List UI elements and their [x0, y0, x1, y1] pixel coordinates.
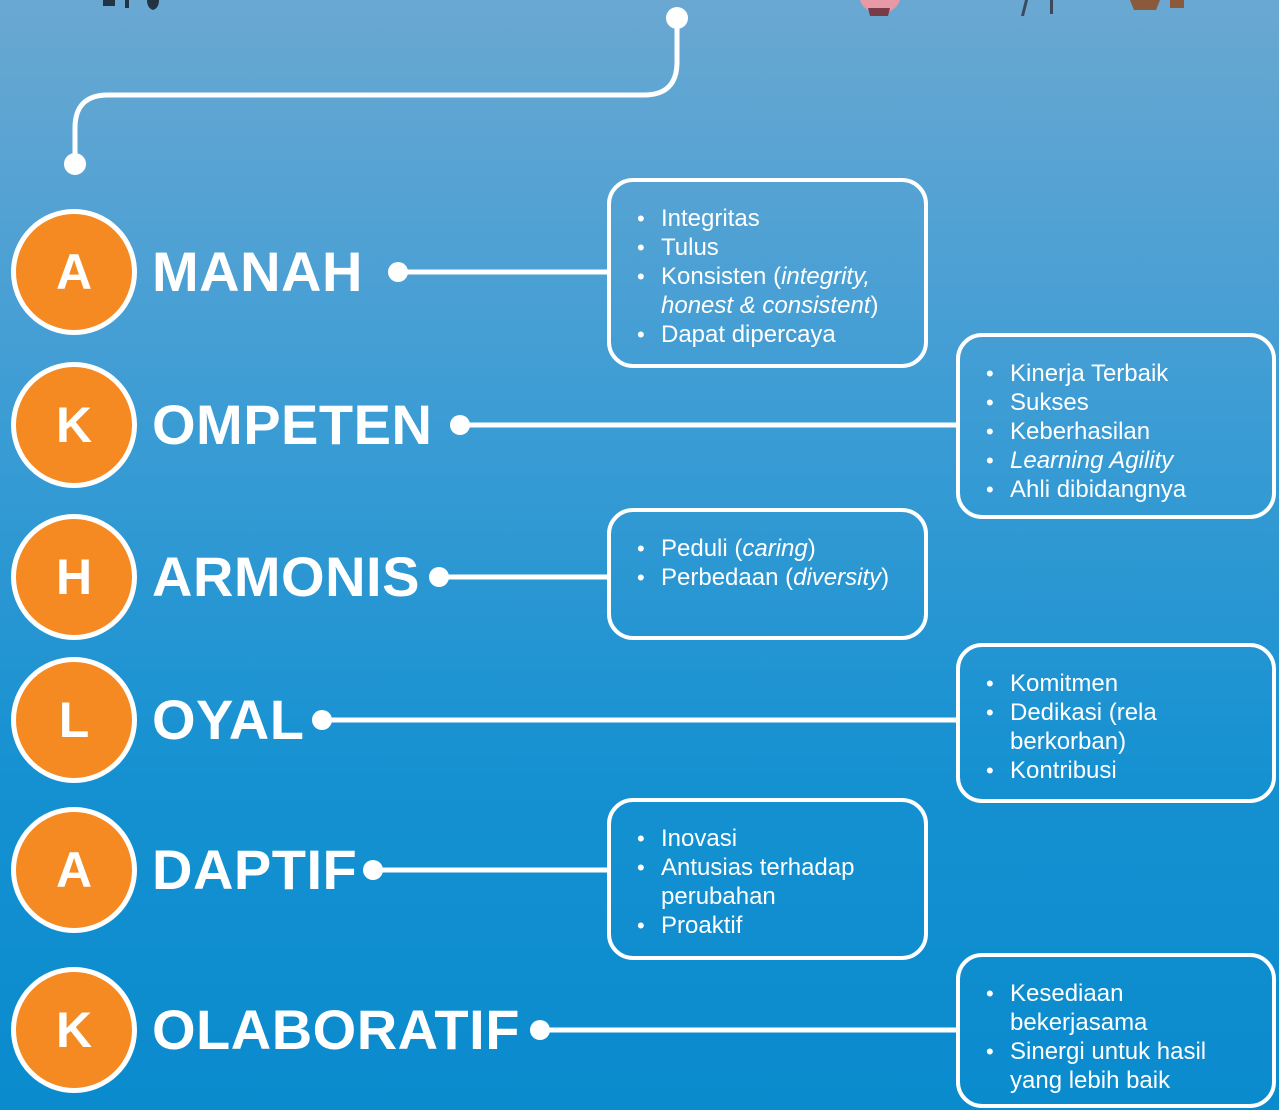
illustration-fragment-right [860, 0, 1184, 16]
connector-dot-0 [388, 262, 408, 282]
point-text: Ahli dibidangnya [1010, 476, 1187, 503]
letter-circle-4: A [11, 807, 137, 933]
point-item: Learning Agility [986, 446, 1258, 475]
point-text: Kesediaan bekerjasama [1010, 980, 1148, 1036]
value-word-1: OMPETEN [152, 393, 433, 456]
point-item: Sukses [986, 388, 1258, 417]
point-text: Komitmen [1010, 670, 1119, 697]
point-item: Sinergi untuk hasil yang lebih baik [986, 1037, 1258, 1095]
points-list: KomitmenDedikasi (rela berkorban)Kontrib… [986, 669, 1258, 785]
point-text: Tulus [661, 234, 719, 261]
point-item: Tulus [637, 233, 910, 262]
point-text: Kontribusi [1010, 757, 1117, 784]
point-text: Sukses [1010, 389, 1089, 416]
letter-circle-3: L [11, 657, 137, 783]
point-item: Dapat dipercaya [637, 320, 910, 349]
point-item: Dedikasi (rela berkorban) [986, 698, 1258, 756]
points-list: Kesediaan bekerjasamaSinergi untuk hasil… [986, 979, 1258, 1095]
point-text: ) [807, 535, 816, 562]
point-text: Kinerja Terbaik [1010, 360, 1169, 387]
points-box-4: InovasiAntusias terhadap perubahanProakt… [607, 798, 928, 960]
value-word-2: ARMONIS [152, 545, 420, 608]
point-item: Integritas [637, 204, 910, 233]
point-text: Keberhasilan [1010, 418, 1151, 445]
illustration-fragment-left [103, 0, 159, 10]
point-item: Peduli (caring) [637, 534, 910, 563]
points-box-3: KomitmenDedikasi (rela berkorban)Kontrib… [956, 643, 1276, 803]
value-word-5: OLABORATIF [152, 998, 520, 1061]
letter-circle-5: K [11, 967, 137, 1093]
letter-circle-2: H [11, 514, 137, 640]
point-item: Konsisten (integrity, honest & consisten… [637, 262, 910, 320]
point-text: caring [742, 535, 808, 562]
points-box-1: Kinerja TerbaikSuksesKeberhasilanLearnin… [956, 333, 1276, 519]
point-text: Proaktif [661, 912, 743, 939]
points-list: InovasiAntusias terhadap perubahanProakt… [637, 824, 910, 940]
points-list: IntegritasTulusKonsisten (integrity, hon… [637, 204, 910, 349]
point-item: Kinerja Terbaik [986, 359, 1258, 388]
point-text: Antusias terhadap perubahan [661, 854, 855, 910]
point-text: diversity [793, 564, 882, 591]
value-word-0: MANAH [152, 240, 363, 303]
point-text: ) [881, 564, 890, 591]
points-list: Kinerja TerbaikSuksesKeberhasilanLearnin… [986, 359, 1258, 504]
point-item: Ahli dibidangnya [986, 475, 1258, 504]
top-connector-dot-lower [64, 153, 86, 175]
points-box-0: IntegritasTulusKonsisten (integrity, hon… [607, 178, 928, 368]
point-text: integrity, honest & consistent [661, 263, 871, 319]
point-item: Komitmen [986, 669, 1258, 698]
connector-dot-3 [312, 710, 332, 730]
letter-circle-0: A [11, 209, 137, 335]
point-text: Dedikasi (rela berkorban) [1010, 699, 1157, 755]
top-connector-line [72, 18, 680, 162]
points-box-2: Peduli (caring)Perbedaan (diversity) [607, 508, 928, 640]
point-text: Perbedaan ( [661, 564, 794, 591]
connector-dot-2 [429, 567, 449, 587]
connector-dot-1 [450, 415, 470, 435]
point-text: Peduli ( [661, 535, 743, 562]
point-text: Learning Agility [1010, 447, 1174, 474]
value-word-4: DAPTIF [152, 838, 358, 901]
connector-dot-4 [363, 860, 383, 880]
point-item: Inovasi [637, 824, 910, 853]
point-item: Antusias terhadap perubahan [637, 853, 910, 911]
point-text: Sinergi untuk hasil yang lebih baik [1010, 1038, 1207, 1094]
point-text: Konsisten ( [661, 263, 782, 290]
point-item: Perbedaan (diversity) [637, 563, 910, 592]
point-item: Proaktif [637, 911, 910, 940]
points-list: Peduli (caring)Perbedaan (diversity) [637, 534, 910, 592]
point-item: Kesediaan bekerjasama [986, 979, 1258, 1037]
point-text: ) [870, 292, 879, 319]
value-word-3: OYAL [152, 688, 305, 751]
top-connector-dot-upper [666, 7, 688, 29]
points-box-5: Kesediaan bekerjasamaSinergi untuk hasil… [956, 953, 1276, 1108]
point-text: Inovasi [661, 825, 738, 852]
connector-dot-5 [530, 1020, 550, 1040]
point-text: Dapat dipercaya [661, 321, 836, 348]
point-item: Keberhasilan [986, 417, 1258, 446]
point-item: Kontribusi [986, 756, 1258, 785]
letter-circle-1: K [11, 362, 137, 488]
point-text: Integritas [661, 205, 760, 232]
